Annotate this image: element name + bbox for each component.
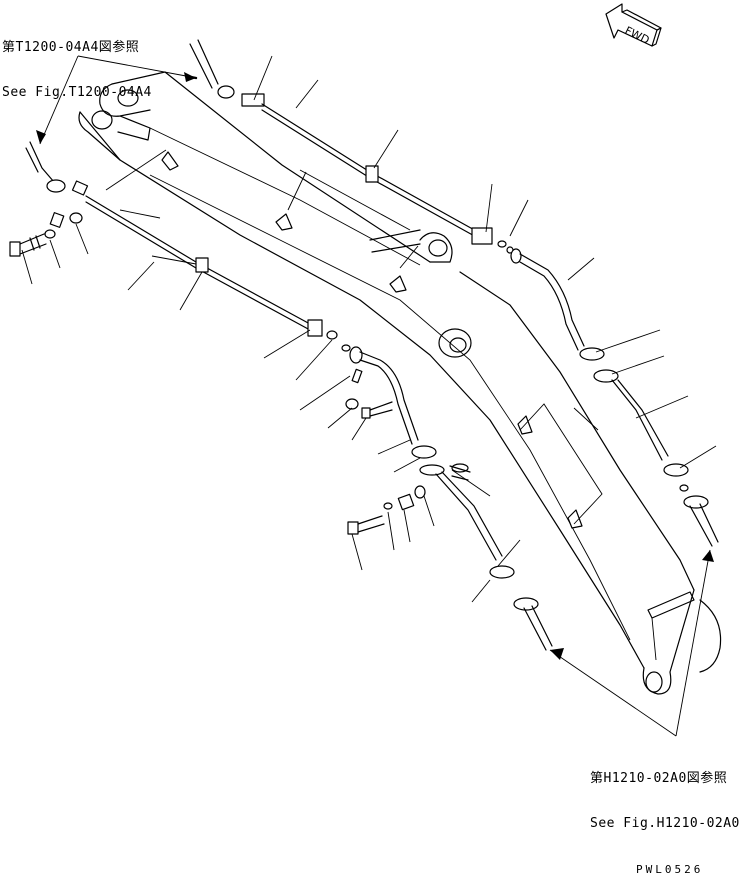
clamps <box>161 151 583 529</box>
arrow-heads <box>36 72 714 660</box>
drawing-code: PWL0526 <box>636 863 704 876</box>
bolt-set-left <box>9 212 83 257</box>
boom-body <box>78 71 722 695</box>
hose-assembly-right <box>189 39 719 547</box>
reference-top-jp: 第T1200-04A4図参照 <box>2 40 140 55</box>
bolt-set-center <box>345 368 393 535</box>
reference-bottom-en: See Fig.H1210-02A0 <box>590 816 740 831</box>
leader-lines <box>21 55 717 737</box>
fwd-arrow-icon: FWD <box>605 3 662 47</box>
reference-bottom-jp: 第H1210-02A0図参照 <box>590 771 728 786</box>
hose-assembly-left <box>25 141 437 459</box>
reference-label-bottom: 第H1210-02A0図参照 See Fig.H1210-02A0 <box>590 741 740 861</box>
hose-assembly-center <box>383 463 553 651</box>
